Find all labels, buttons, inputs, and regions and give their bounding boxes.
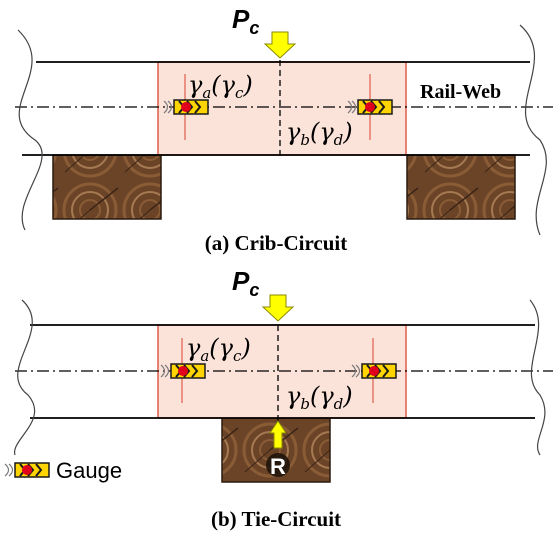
load-arrow-icon [261,294,295,322]
right-break-line [529,299,546,456]
reaction-label-backdrop [266,453,290,477]
strain-gauge-icon [4,462,50,478]
load-label: Pc [232,4,259,38]
load-arrow-icon [263,31,297,59]
left-break-line [17,29,43,231]
strain-label-bottom: γb(γd) [286,382,353,413]
legend-gauge-label: Gauge [56,458,122,483]
gauge-legend: Gauge [4,458,122,483]
load-label: Pc [232,266,259,300]
panel-a: Pc γa(γc) γb(γd) Rail-Web (a) Crib-Circu… [15,4,553,255]
right-break-line [519,24,547,236]
reaction-label: R [270,454,286,479]
reaction-arrow-icon [269,420,287,449]
rail-web-label: Rail-Web [420,81,501,103]
panel-b: Pc γa(γc) γb(γd) R Gauge (b) Tie-Circuit [4,266,553,531]
strain-label-bottom: γb(γd) [286,118,353,149]
strain-label-top: γa(γc) [186,334,251,365]
left-tie [52,154,162,220]
left-break-line [14,299,36,456]
caption-b: (b) Tie-Circuit [211,507,341,531]
caption-a: (a) Crib-Circuit [205,231,348,255]
strain-label-top: γa(γc) [188,71,253,102]
right-tie [406,154,516,220]
